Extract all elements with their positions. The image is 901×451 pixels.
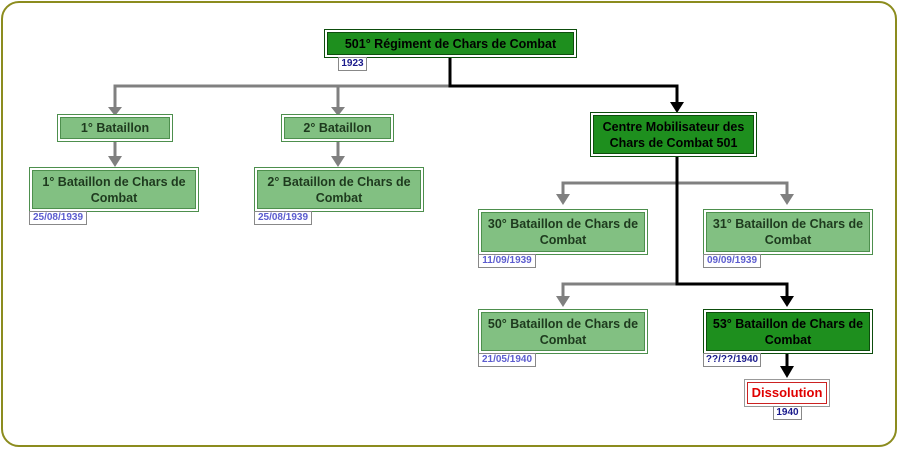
node-bataillon-2[interactable]: 2° Bataillon xyxy=(281,114,394,142)
node-bcc-53-label: 53° Bataillon de Chars de Combat xyxy=(712,316,864,347)
date-bcc-50: 21/05/1940 xyxy=(478,353,536,367)
node-bcc-31-label: 31° Bataillon de Chars de Combat xyxy=(712,217,864,247)
date-bcc-53: ??/??/1940 xyxy=(703,353,761,367)
link-cm501-bcc53 xyxy=(675,157,789,298)
date-bcc-1: 25/08/1939 xyxy=(29,211,87,225)
date-bcc-31: 09/09/1939 xyxy=(703,254,761,268)
node-dissolution-label: Dissolution xyxy=(751,385,823,400)
node-bcc-50[interactable]: 50° Bataillon de Chars de Combat xyxy=(478,309,648,354)
node-centre-mobilisateur[interactable]: Centre Mobilisateur des Chars de Combat … xyxy=(590,112,757,157)
link-cm501-bcc30-31 xyxy=(561,181,789,196)
date-dissolution: 1940 xyxy=(773,406,802,420)
node-bcc-53[interactable]: 53° Bataillon de Chars de Combat xyxy=(703,309,873,354)
link-root-bat1 xyxy=(113,58,452,110)
link-root-cm501 xyxy=(448,58,679,104)
date-bcc-30: 11/09/1939 xyxy=(478,254,536,268)
node-bcc-2[interactable]: 2° Bataillon de Chars de Combat xyxy=(254,167,424,212)
node-root[interactable]: 501° Régiment de Chars de Combat xyxy=(324,29,577,58)
node-bataillon-2-label: 2° Bataillon xyxy=(303,121,372,135)
node-bcc-31[interactable]: 31° Bataillon de Chars de Combat xyxy=(703,209,873,255)
node-bataillon-1-label: 1° Bataillon xyxy=(80,121,150,135)
node-root-label: 501° Régiment de Chars de Combat xyxy=(344,36,557,51)
node-bcc-30[interactable]: 30° Bataillon de Chars de Combat xyxy=(478,209,648,255)
date-root: 1923 xyxy=(338,57,367,71)
link-cm501-bcc50 xyxy=(561,282,677,298)
node-bcc-50-label: 50° Bataillon de Chars de Combat xyxy=(487,316,639,347)
node-dissolution[interactable]: Dissolution xyxy=(744,379,830,407)
arrow-cm501 xyxy=(670,102,684,113)
node-bcc-1-label: 1° Bataillon de Chars de Combat xyxy=(42,174,186,205)
node-bcc-30-label: 30° Bataillon de Chars de Combat xyxy=(487,217,639,247)
node-bcc-2-label: 2° Bataillon de Chars de Combat xyxy=(267,174,411,205)
node-bataillon-1[interactable]: 1° Bataillon xyxy=(57,114,173,142)
arrow-bat2 xyxy=(331,107,345,116)
node-centre-mobilisateur-label: Centre Mobilisateur des Chars de Combat … xyxy=(602,119,745,150)
date-bcc-2: 25/08/1939 xyxy=(254,211,312,225)
arrow-bat1 xyxy=(108,107,122,116)
node-bcc-1[interactable]: 1° Bataillon de Chars de Combat xyxy=(29,167,199,212)
